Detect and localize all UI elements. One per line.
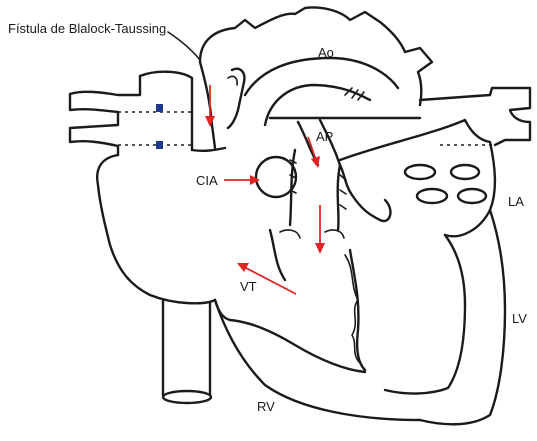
label-ap: AP xyxy=(316,129,333,144)
arrow-ap-head xyxy=(311,156,320,168)
pulmonary-artery xyxy=(270,88,530,165)
suture-marks xyxy=(290,88,364,209)
label-vt: VT xyxy=(240,279,257,294)
septum xyxy=(270,150,390,280)
label-la: LA xyxy=(508,194,524,209)
cia-circle xyxy=(256,157,296,197)
label-shunt: Fístula de Blalock-Taussing xyxy=(8,21,166,36)
left-atrium xyxy=(340,120,495,236)
arrow-down-head xyxy=(315,243,325,254)
label-cia: CIA xyxy=(196,173,218,188)
ventricles xyxy=(215,210,505,424)
label-ao: Ao xyxy=(318,45,334,60)
label-lv: LV xyxy=(512,311,527,326)
flow-arrows xyxy=(205,85,325,294)
label-rv: RV xyxy=(257,399,275,414)
aorta xyxy=(200,8,432,149)
stitches xyxy=(156,104,163,149)
arrow-vt-head xyxy=(237,263,249,272)
inferior-vena-cava xyxy=(163,300,211,403)
shunt-pointer xyxy=(168,32,200,60)
arrow-shunt-head xyxy=(205,116,215,127)
